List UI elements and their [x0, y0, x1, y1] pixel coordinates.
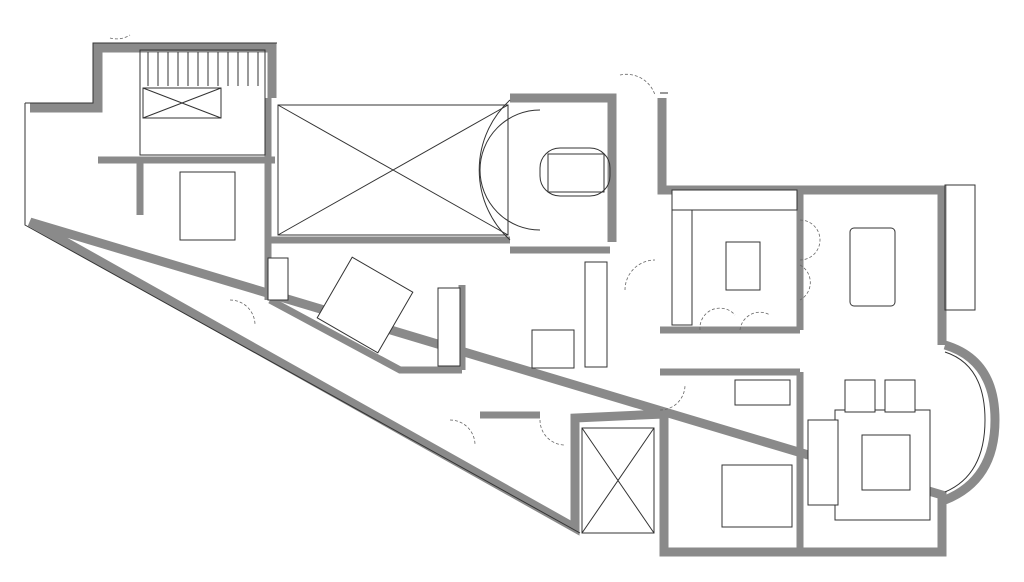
bathtub [734, 379, 791, 406]
void-bottom [581, 427, 655, 534]
outer-wall-outline [24, 42, 668, 534]
balcony [944, 184, 976, 311]
armchair-2 [884, 379, 916, 413]
bed-3 [721, 464, 793, 528]
wardrobe-3 [267, 257, 289, 301]
spiral-stair [478, 99, 611, 241]
coffee-table [861, 434, 911, 491]
wardrobe-2 [584, 261, 608, 368]
kitchen-counter-side [671, 209, 693, 326]
armchair-1 [844, 379, 876, 413]
shower [531, 329, 575, 369]
kitchen-counter [671, 189, 798, 211]
sofa [807, 419, 839, 506]
furniture [179, 171, 931, 528]
bed-1 [179, 171, 236, 241]
stair-left [139, 49, 266, 156]
atrium-void [277, 104, 509, 236]
doors [109, 34, 821, 446]
interior-walls [98, 98, 804, 552]
outer-wall [27, 43, 947, 557]
bed-2 [316, 256, 414, 354]
exterior-walls [24, 42, 947, 557]
wardrobe-1 [437, 287, 461, 367]
bay-window [943, 184, 1000, 505]
kitchen-island [725, 241, 761, 291]
dining-table [849, 227, 896, 307]
